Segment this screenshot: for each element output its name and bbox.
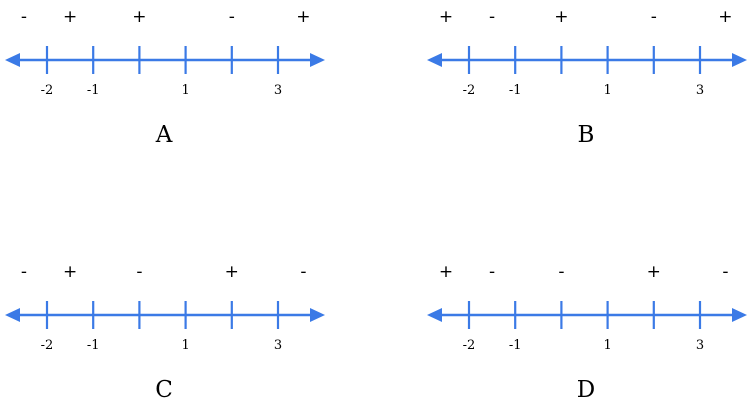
sign-indicator: +: [718, 7, 732, 27]
tick-label: 1: [603, 83, 611, 98]
sign-indicator: -: [136, 262, 142, 282]
sign-indicator: +: [439, 262, 453, 282]
tick-label: 1: [181, 83, 189, 98]
right-arrowhead: [732, 308, 747, 322]
right-arrowhead: [310, 53, 325, 67]
sign-indicator: +: [439, 7, 453, 27]
sign-indicator: -: [229, 7, 235, 27]
tick-label: -1: [509, 83, 522, 98]
tick-label: -1: [87, 83, 100, 98]
sign-indicator: -: [558, 262, 564, 282]
right-arrowhead: [732, 53, 747, 67]
sign-indicator: +: [647, 262, 661, 282]
left-arrowhead: [5, 53, 20, 67]
sign-indicator: -: [489, 7, 495, 27]
sign-indicator: +: [554, 7, 568, 27]
number-line-option-b: -2 -1 1 3 + - + - + B: [427, 7, 747, 148]
tick-label: 1: [603, 338, 611, 353]
tick-label: -1: [87, 338, 100, 353]
tick-label: 3: [274, 83, 282, 98]
sign-indicator: +: [132, 7, 146, 27]
sign-indicator: +: [63, 262, 77, 282]
tick-label: 1: [181, 338, 189, 353]
left-arrowhead: [427, 53, 442, 67]
sign-indicator: -: [21, 7, 27, 27]
tick-label: -2: [41, 338, 54, 353]
sign-indicator: -: [651, 7, 657, 27]
option-label: C: [155, 377, 173, 402]
left-arrowhead: [5, 308, 20, 322]
tick-label: 3: [274, 338, 282, 353]
number-line-option-c: -2 -1 1 3 - + - + - C: [5, 262, 325, 402]
option-label: D: [577, 377, 595, 402]
sign-indicator: -: [722, 262, 728, 282]
number-line-option-a: -2 -1 1 3 - + + - + A: [5, 7, 325, 148]
sign-indicator: -: [300, 262, 306, 282]
left-arrowhead: [427, 308, 442, 322]
tick-label: 3: [696, 83, 704, 98]
sign-indicator: +: [296, 7, 310, 27]
sign-indicator: -: [21, 262, 27, 282]
sign-indicator: +: [63, 7, 77, 27]
sign-indicator: -: [489, 262, 495, 282]
right-arrowhead: [310, 308, 325, 322]
number-line-option-d: -2 -1 1 3 + - - + - D: [427, 262, 747, 402]
tick-label: -1: [509, 338, 522, 353]
tick-label: -2: [41, 83, 54, 98]
tick-label: -2: [463, 83, 476, 98]
sign-indicator: +: [225, 262, 239, 282]
tick-label: 3: [696, 338, 704, 353]
option-label: A: [155, 122, 173, 148]
option-label: B: [578, 122, 595, 148]
tick-label: -2: [463, 338, 476, 353]
